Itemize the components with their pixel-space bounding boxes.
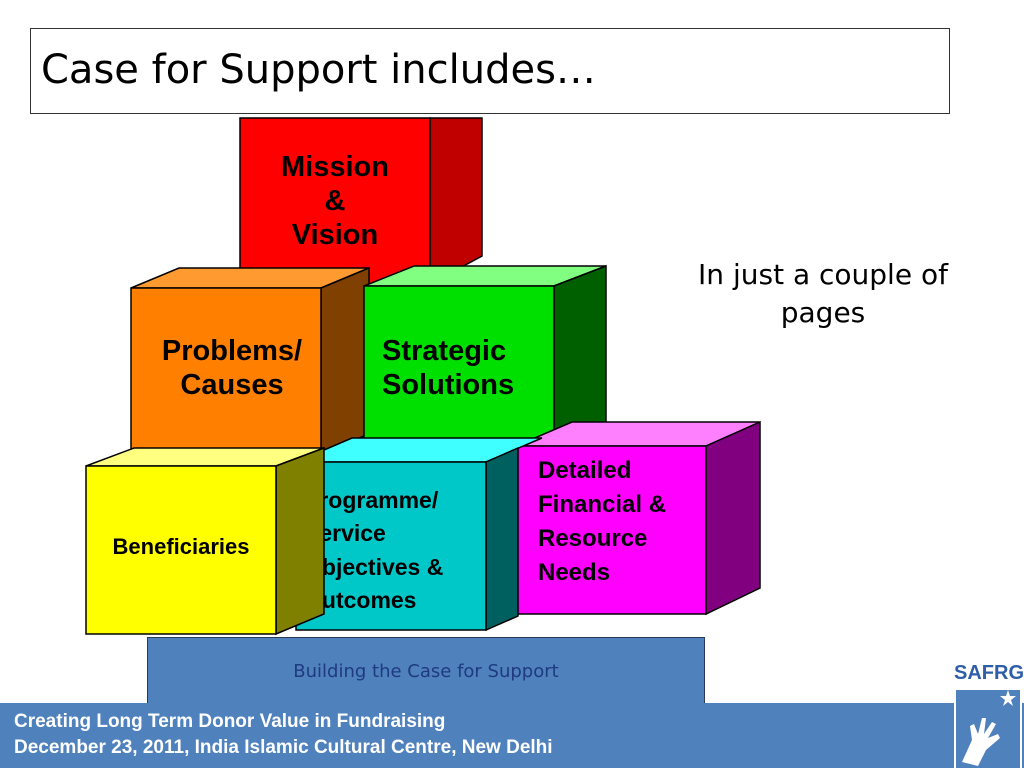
problems-causes-label: Problems/ Causes: [131, 334, 333, 402]
slide-title: Case for Support includes…: [41, 47, 596, 93]
financial-line2: Financial &: [538, 491, 667, 519]
financial-line3: Resource: [538, 525, 648, 553]
hand-star-icon: [954, 688, 1022, 768]
logo-text: SAFRG: [954, 662, 1024, 684]
footer-line-2: December 23, 2011, India Islamic Cultura…: [14, 737, 553, 758]
footer-line-1: Creating Long Term Donor Value in Fundra…: [14, 711, 446, 732]
mission-line1: Mission: [281, 151, 389, 183]
base-bar: Building the Case for Support: [147, 637, 705, 705]
financial-line1: Detailed: [538, 457, 632, 484]
safrg-logo: SAFRG: [952, 662, 1024, 768]
strategic-line1: Strategic: [382, 335, 507, 367]
strategic-solutions-label: Strategic Solutions: [382, 334, 562, 402]
programme-line1: Programme/: [304, 487, 439, 513]
side-note: In just a couple of pages: [698, 258, 948, 329]
strategic-line2: Solutions: [382, 369, 515, 402]
problems-line2: Causes: [180, 369, 284, 402]
financial-needs-label: Detailed Financial & Resource Needs: [538, 454, 713, 590]
mission-line3: Vision: [291, 219, 379, 252]
beneficiaries-label: Beneficiaries: [112, 534, 250, 559]
footer: Creating Long Term Donor Value in Fundra…: [0, 703, 1024, 768]
financial-line4: Needs: [538, 559, 611, 587]
programme-service-label: Programme/ Service Objectives & Outcomes: [304, 484, 489, 617]
mission-line2: &: [324, 185, 346, 218]
title-box: Case for Support includes…: [30, 28, 950, 114]
programme-line3: Objectives &: [304, 553, 444, 580]
problems-line1: Problems/: [161, 335, 303, 367]
mission-vision-label: Mission & Vision: [240, 150, 430, 253]
